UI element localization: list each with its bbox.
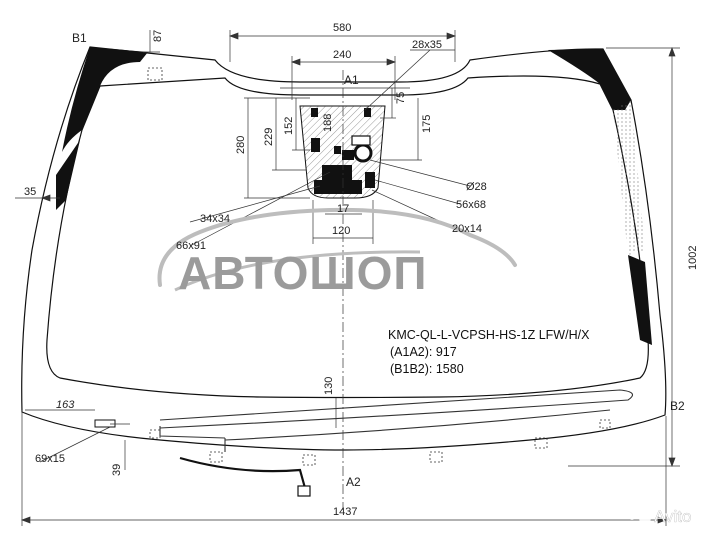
leader-69x15 (39, 426, 111, 463)
dim-label-17: 17 (337, 203, 349, 215)
point-a2: A2 (346, 475, 361, 489)
dim-label-d28: Ø28 (466, 181, 487, 193)
dim-17-120 (312, 200, 374, 244)
dim-label-120: 120 (332, 225, 350, 237)
dim-label-240: 240 (333, 49, 351, 61)
brand-watermark: АВТОШОП (178, 247, 428, 299)
black-band-top-right (548, 49, 631, 110)
dim-1002 (568, 47, 680, 467)
mount-markers (147, 67, 611, 466)
dim-label-163: 163 (56, 399, 75, 411)
dim-top-580 (229, 30, 456, 62)
vin-window (94, 419, 116, 428)
dim-label-87: 87 (152, 30, 164, 42)
black-wedge-left (56, 140, 80, 210)
dim-35 (15, 194, 60, 202)
avito-logo-text: Avito (654, 507, 692, 526)
b1b2-distance: (B1B2): 1580 (390, 362, 464, 376)
black-wedge-right (628, 255, 652, 345)
dim-label-28x35: 28x35 (412, 39, 442, 51)
dim-label-66x91: 66x91 (176, 240, 206, 252)
dim-label-1002: 1002 (687, 246, 699, 270)
a1a2-distance: (A1A2): 917 (390, 345, 457, 359)
dim-label-34x34: 34x34 (200, 213, 230, 225)
dim-label-188: 188 (322, 114, 334, 132)
dim-label-280: 280 (235, 136, 247, 154)
dim-label-39: 39 (111, 464, 123, 476)
dim-87 (143, 30, 160, 53)
dim-label-56x68: 56x68 (456, 199, 486, 211)
heater-wires (159, 389, 634, 452)
car-watermark-icon (157, 207, 517, 287)
avito-badge: Avito (626, 504, 692, 528)
leader-28x35 (364, 49, 431, 111)
dim-240 (291, 56, 396, 100)
black-band-top-left (62, 47, 148, 152)
frit-dots-right (613, 100, 645, 255)
point-b2: B2 (670, 399, 685, 413)
dim-label-152: 152 (283, 117, 295, 135)
glass-inner-edge (46, 75, 649, 399)
dim-vertical-left (244, 97, 310, 199)
connector-plug (297, 485, 311, 497)
dim-1437 (21, 410, 667, 526)
part-code: KMC-QL-L-VCPSH-HS-1Z LFW/H/X (388, 328, 590, 342)
dim-label-75: 75 (395, 92, 407, 104)
rain-sensor-circle (353, 143, 373, 163)
dim-vertical-right (380, 88, 422, 161)
point-a1: A1 (344, 73, 359, 87)
dim-label-130: 130 (323, 377, 335, 395)
connector-cable (179, 456, 307, 489)
dim-label-175: 175 (421, 115, 433, 133)
dim-label-229: 229 (263, 128, 275, 146)
point-b1: B1 (72, 31, 87, 45)
dim-label-35: 35 (24, 186, 36, 198)
dim-label-69x15: 69x15 (35, 453, 65, 465)
dim-label-580: 580 (333, 22, 351, 34)
leaders-left (189, 171, 331, 247)
dim-label-1437: 1437 (333, 506, 357, 518)
glass-outer-edge (21, 46, 667, 451)
sensor-blocks (311, 108, 375, 194)
dim-label-20x14: 20x14 (452, 223, 482, 235)
